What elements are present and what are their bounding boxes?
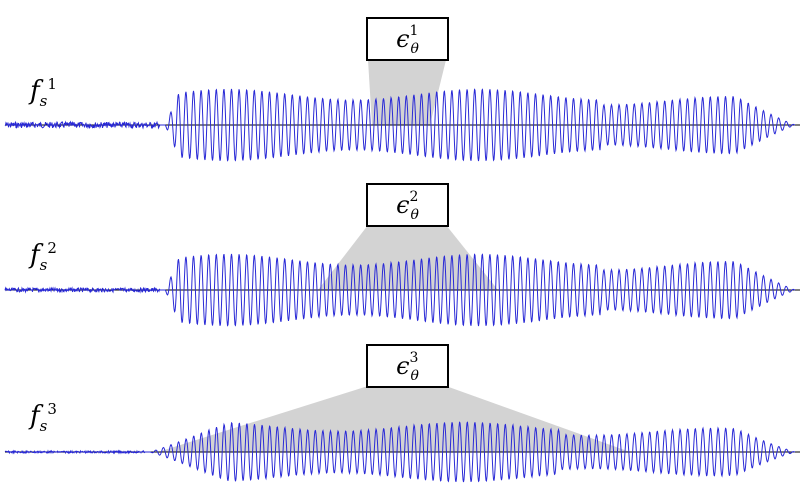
waveform-3 [4, 421, 796, 483]
panel-1 [4, 60, 800, 162]
window-wedge-1 [368, 60, 446, 125]
window-wedge-3 [158, 386, 630, 452]
waveform-2 [4, 253, 796, 327]
signal-label-3: fs3 [30, 400, 57, 435]
window-label-box-2: ϵ2θ [366, 183, 449, 227]
window-label-box-3: ϵ3θ [366, 344, 449, 388]
signal-label-2: fs2 [30, 239, 57, 274]
panel-2 [4, 225, 800, 327]
panel-3 [4, 386, 800, 483]
waveform-1 [4, 88, 796, 162]
window-label-box-1: ϵ1θ [366, 17, 449, 61]
signal-label-1: fs1 [30, 75, 57, 110]
